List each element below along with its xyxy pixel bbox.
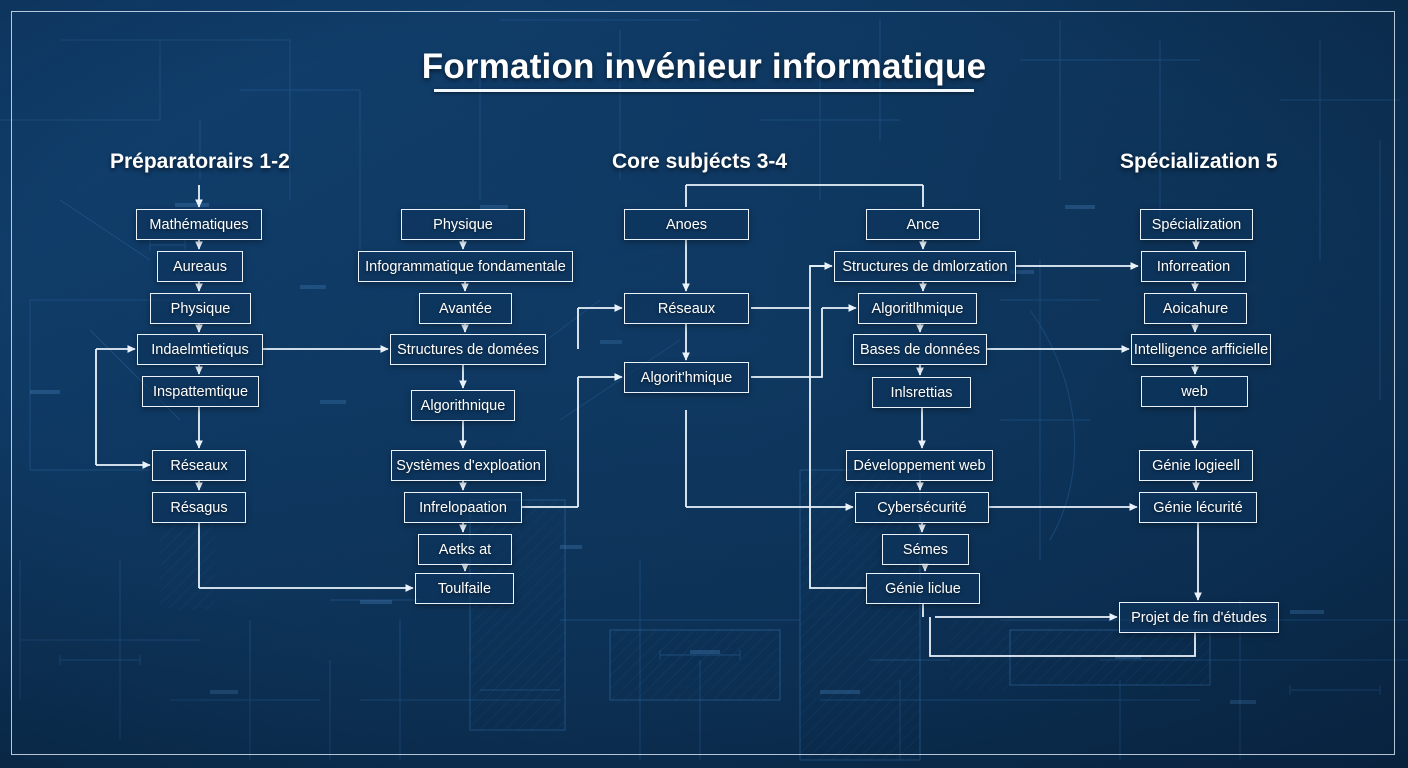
node-bases-de-donnees[interactable]: Bases de données bbox=[853, 334, 987, 365]
node-algorithnique-c2[interactable]: Algorithnique bbox=[411, 390, 515, 421]
column-header-preparatoire: Préparatorairs 1-2 bbox=[110, 150, 290, 173]
node-infrelopaation[interactable]: Infrelopaation bbox=[404, 492, 522, 523]
node-intelligence-artificielle[interactable]: Intelligence arfficielle bbox=[1131, 334, 1271, 365]
node-mathematiques[interactable]: Mathématiques bbox=[136, 209, 262, 240]
node-structures-de-domees[interactable]: Structures de domées bbox=[390, 334, 546, 365]
rail-projet-loop-back bbox=[929, 617, 1196, 657]
node-reseaux-c1[interactable]: Réseaux bbox=[152, 450, 246, 481]
node-structures-de-elaboration[interactable]: Structures de dmlorzation bbox=[834, 251, 1016, 282]
node-indaelmtietiqus[interactable]: Indaelmtietiqus bbox=[137, 334, 263, 365]
node-web[interactable]: web bbox=[1141, 376, 1248, 407]
node-algorithmique-c4[interactable]: Algoritlhmique bbox=[858, 293, 977, 324]
node-specialization[interactable]: Spécialization bbox=[1140, 209, 1253, 240]
node-resagus[interactable]: Résagus bbox=[152, 492, 246, 523]
node-aetks-at[interactable]: Aetks at bbox=[418, 534, 512, 565]
node-systemes-exploation[interactable]: Systèmes d'exploation bbox=[391, 450, 546, 481]
node-aureaus[interactable]: Aureaus bbox=[157, 251, 243, 282]
node-physique-c2[interactable]: Physique bbox=[401, 209, 525, 240]
node-inforreation[interactable]: Inforreation bbox=[1141, 251, 1246, 282]
title-underline bbox=[434, 89, 974, 92]
node-inlsrettias[interactable]: Inlsrettias bbox=[872, 377, 971, 408]
node-ance[interactable]: Ance bbox=[866, 209, 980, 240]
node-projet-de-fin-etudes[interactable]: Projet de fin d'études bbox=[1119, 602, 1279, 633]
node-reseaux-c3[interactable]: Réseaux bbox=[624, 293, 749, 324]
node-anoes[interactable]: Anoes bbox=[624, 209, 749, 240]
node-infogrammatique-fondamentale[interactable]: Infogrammatique fondamentale bbox=[358, 251, 573, 282]
node-genie-lecurite[interactable]: Génie lécurité bbox=[1139, 492, 1257, 523]
node-physique-c1[interactable]: Physique bbox=[150, 293, 251, 324]
node-developpement-web[interactable]: Développement web bbox=[846, 450, 993, 481]
node-inspattemtique[interactable]: Inspattemtique bbox=[142, 376, 259, 407]
page-title: Formation invénieur informatique bbox=[421, 47, 987, 86]
node-cybersecurite[interactable]: Cybersécurité bbox=[855, 492, 989, 523]
node-avantee[interactable]: Avantée bbox=[419, 293, 512, 324]
node-genie-liclue[interactable]: Génie liclue bbox=[866, 573, 980, 604]
node-algorithmique-c3[interactable]: Algorit'hmique bbox=[624, 362, 749, 393]
rail-algo3-to-algo4 bbox=[751, 308, 823, 378]
node-toulfaile[interactable]: Toulfaile bbox=[415, 573, 514, 604]
rail-genie-liclue-up bbox=[809, 308, 866, 589]
rail-reseaux-to-structures4 bbox=[751, 265, 832, 309]
node-aoicahure[interactable]: Aoicahure bbox=[1144, 293, 1247, 324]
column-header-specialization: Spécialization 5 bbox=[1120, 150, 1278, 173]
node-semes[interactable]: Sémes bbox=[882, 534, 969, 565]
column-header-core-subjects: Core subjécts 3-4 bbox=[612, 150, 788, 173]
node-genie-logieell[interactable]: Génie logieell bbox=[1139, 450, 1253, 481]
